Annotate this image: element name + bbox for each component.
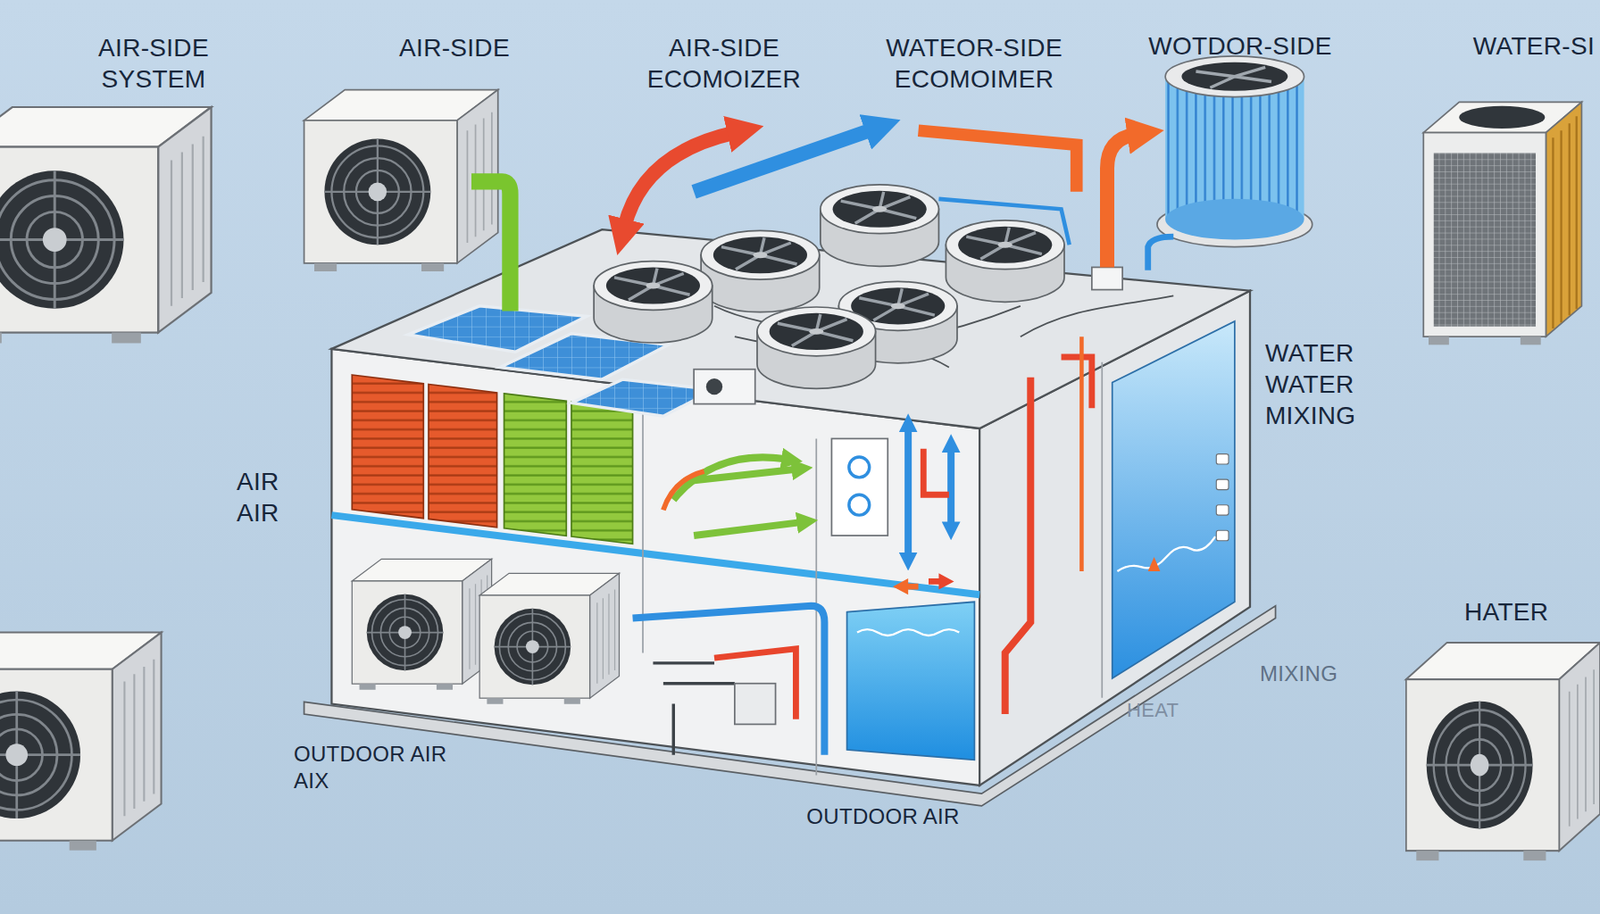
illustration-part: [1165, 56, 1304, 98]
illustration-part: [1165, 76, 1304, 220]
illustration-part: [1112, 321, 1235, 679]
illustration-part: [1458, 106, 1545, 129]
illustration-part: [847, 601, 975, 760]
label: AIR-SIDE SYSTEM: [77, 32, 230, 95]
illustration-part: [351, 558, 492, 690]
cooling-tower: [1157, 56, 1313, 248]
illustration-part: [471, 181, 510, 311]
illustration-part: [1216, 454, 1229, 465]
label: HEAT: [1126, 698, 1179, 724]
label: MIXING: [1259, 660, 1338, 688]
illustration-part: [1181, 62, 1288, 92]
illustration-part: [693, 369, 756, 405]
illustration-part: [938, 199, 1069, 245]
illustration-part: [904, 428, 912, 557]
label: OUTDOOR AIR: [806, 803, 959, 831]
label: WATER-SI: [1473, 30, 1595, 62]
illustration-part: [857, 629, 959, 636]
illustration-part: [1520, 336, 1542, 345]
illustration-part: [947, 449, 955, 526]
illustration-part: [663, 471, 705, 510]
illustration-part: [1079, 336, 1084, 572]
illustration-part: [1116, 536, 1216, 572]
illustration-part: [831, 438, 888, 536]
illustration-part: [0, 107, 212, 343]
illustration-part: [571, 379, 715, 417]
label: AIR-SIDE ECOMOIZER: [634, 32, 814, 95]
outdoor-units: [0, 90, 1600, 862]
illustration-part: [1545, 101, 1582, 337]
illustration-part: [1406, 642, 1600, 861]
illustration-part: [504, 393, 567, 536]
illustration-part: [849, 457, 870, 478]
illustration-part: [1428, 336, 1450, 345]
illustration-part: [1195, 66, 1272, 88]
illustration-part: [820, 184, 940, 267]
label: WOTDOR-SIDE: [1148, 30, 1333, 62]
illustration-part: [1107, 134, 1135, 268]
illustration-part: [593, 261, 713, 343]
illustration-part: [1216, 505, 1229, 516]
illustration-part: [928, 573, 955, 590]
illustration-part: [757, 307, 876, 389]
building: [304, 229, 1276, 807]
illustration-part: [923, 449, 950, 495]
illustration-part: [892, 578, 919, 595]
illustration-part: [945, 220, 1065, 302]
illustration-part: [1061, 357, 1092, 409]
illustration-part: [700, 230, 820, 312]
label: HATER: [1464, 596, 1549, 628]
flow-arrows: [471, 129, 1174, 311]
illustration-part: [1005, 377, 1032, 715]
illustration-part: [693, 522, 801, 536]
label: AIR-SIDE: [399, 32, 510, 64]
illustration-part: [734, 683, 776, 725]
label: OUTDOOR AIR AIX: [293, 741, 459, 795]
illustration-part: [652, 663, 734, 756]
label: WATEOR-SIDE ECOMOIMER: [878, 32, 1071, 95]
illustration-part: [479, 573, 619, 704]
illustration-part: [428, 384, 498, 528]
illustration-part: [1552, 116, 1576, 329]
illustration-part: [633, 606, 825, 756]
illustration-part: [918, 130, 1077, 192]
label: AIR AIR: [236, 466, 291, 529]
illustration-part: [351, 375, 424, 519]
illustration-part: [571, 401, 634, 544]
illustration-part: [642, 362, 1102, 776]
label: WATER WATER MIXING: [1265, 337, 1373, 432]
illustration-part: [1216, 479, 1229, 490]
illustration-part: [1091, 266, 1123, 290]
illustration-part: [1423, 133, 1546, 338]
roof-equipment: [408, 184, 1174, 417]
illustration-part: [304, 90, 499, 272]
illustration-part: [1165, 199, 1304, 241]
illustration-part: [706, 378, 723, 395]
illustration-part: [1148, 557, 1161, 572]
illustration-part: [0, 633, 162, 851]
illustration-part: [1148, 236, 1175, 271]
illustration-part: [849, 494, 870, 516]
illustration-part: [693, 129, 873, 192]
illustration-part: [1433, 152, 1536, 326]
illustration-part: [1216, 530, 1229, 541]
